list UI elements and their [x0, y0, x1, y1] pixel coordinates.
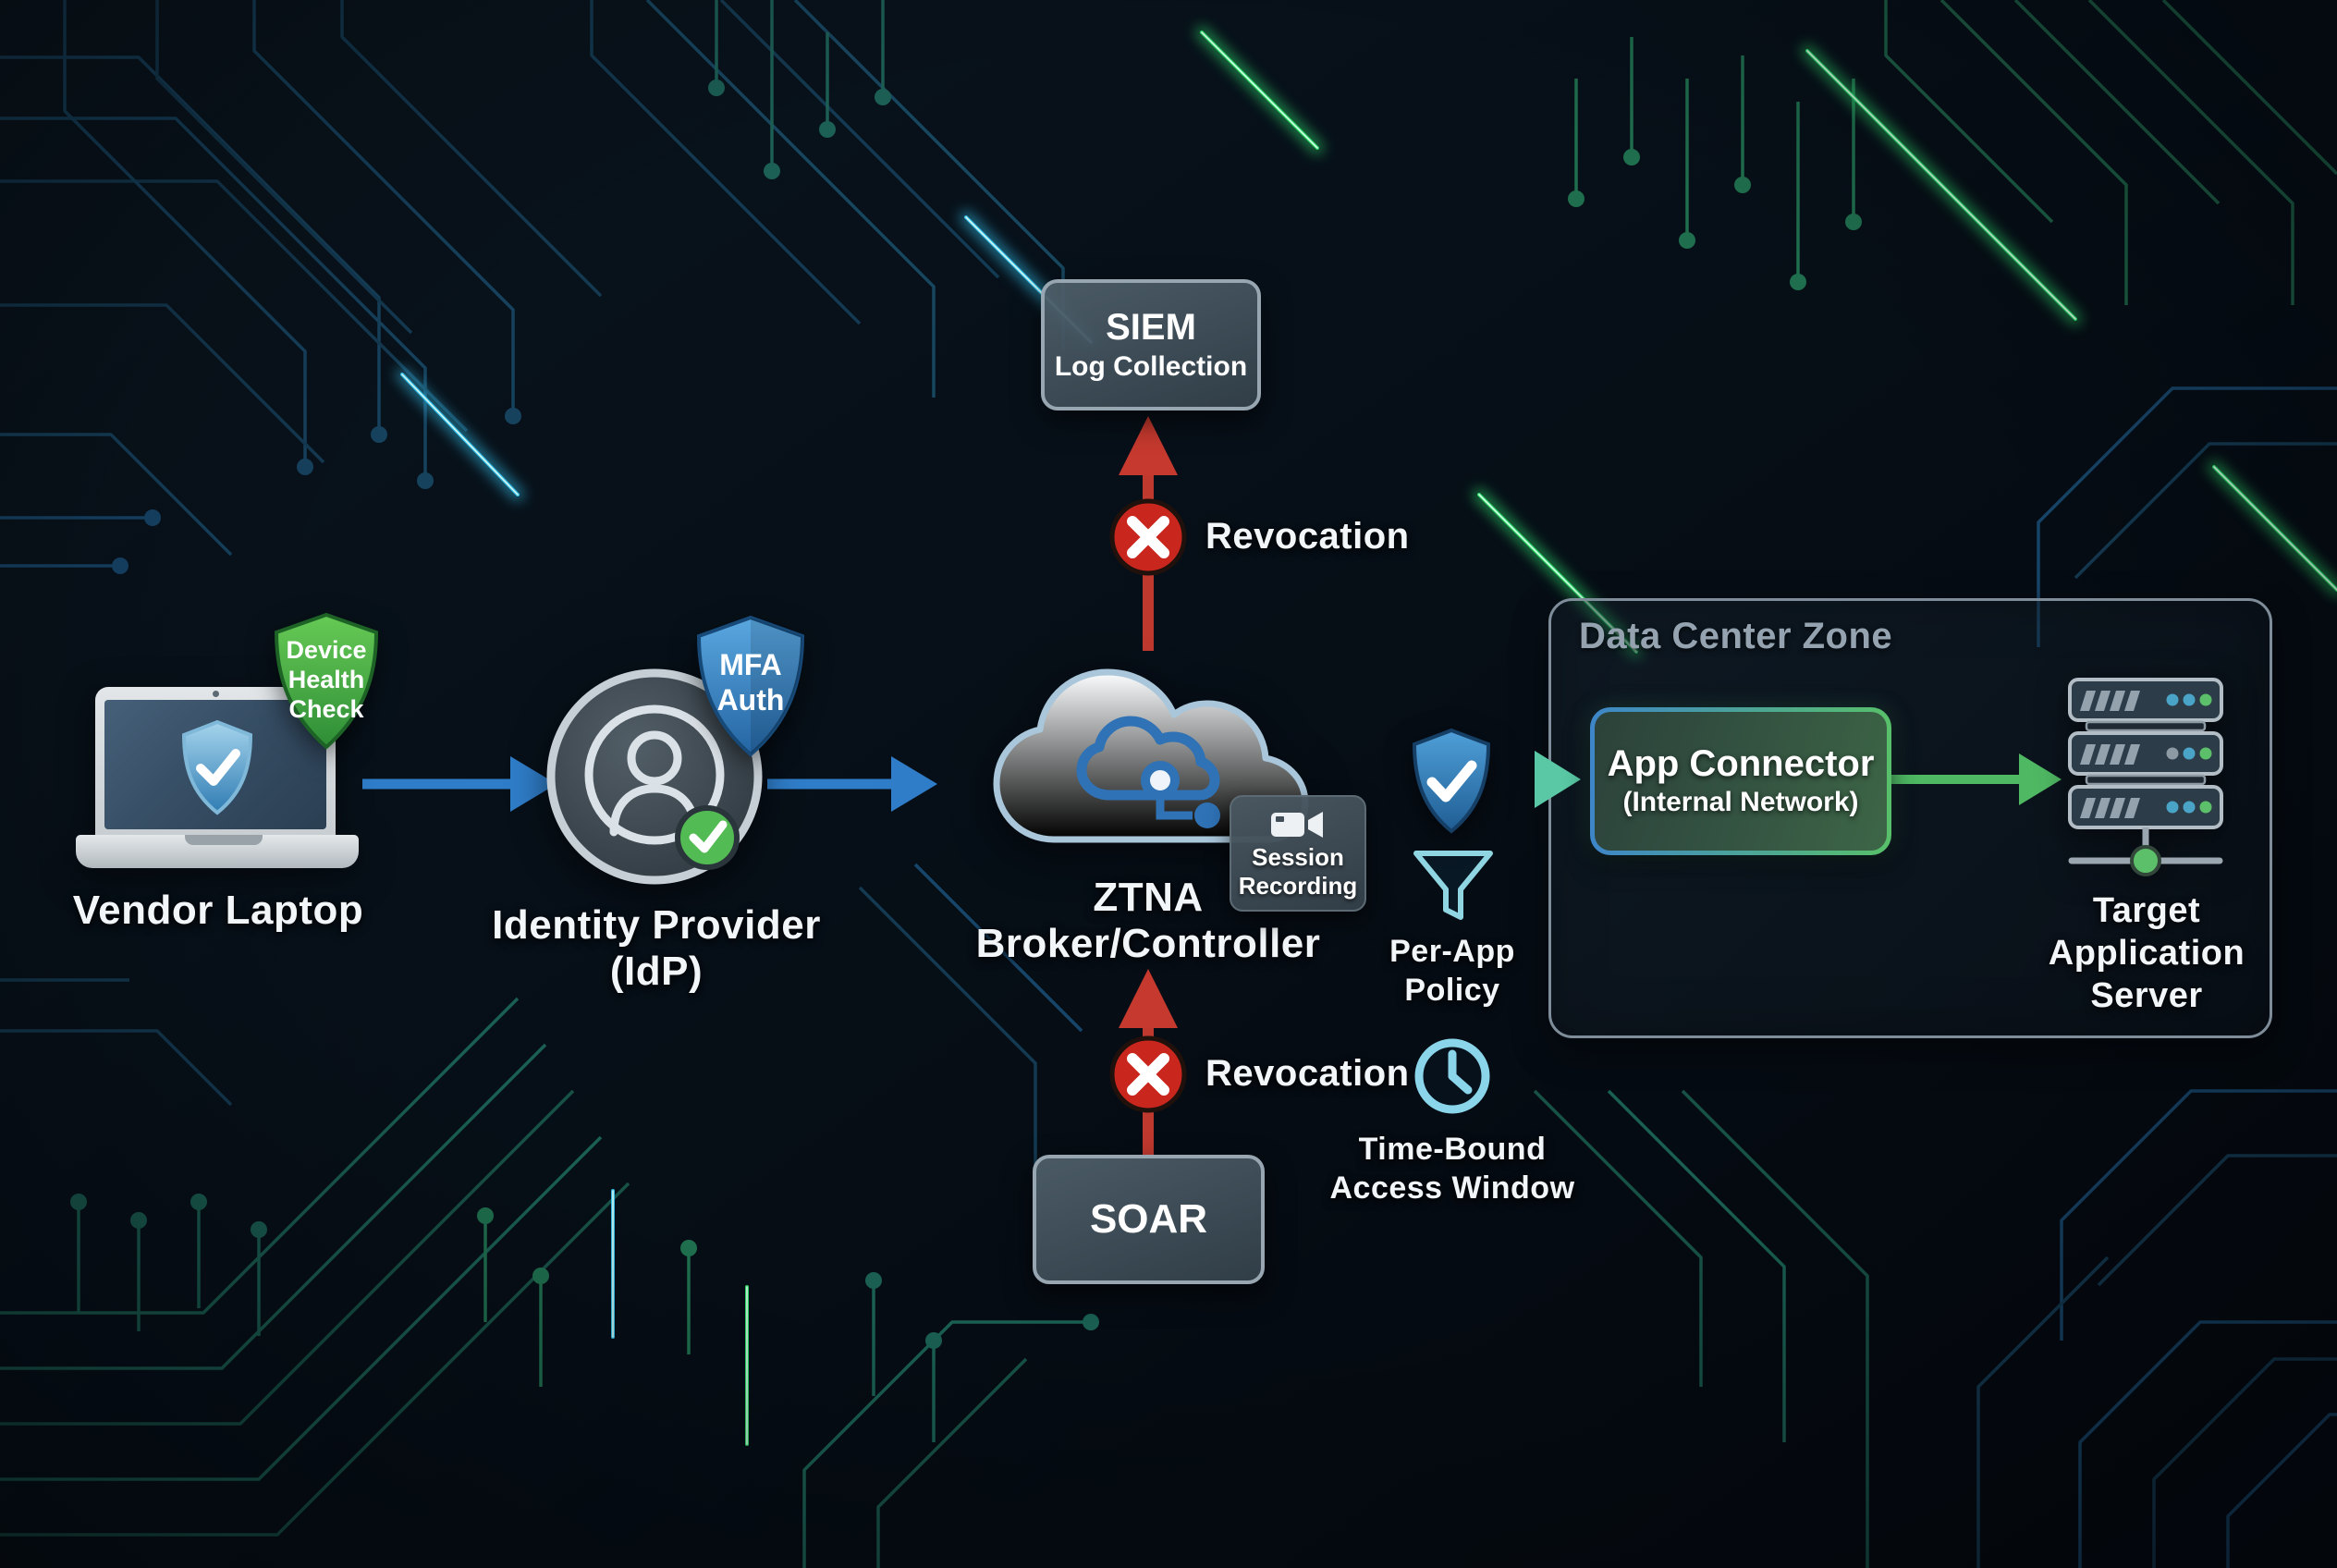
arrow-idp-to-broker — [767, 756, 937, 812]
soar-node: SOAR — [1033, 1155, 1265, 1284]
video-camera-icon — [1271, 812, 1323, 838]
app-connector-node: App Connector (Internal Network) — [1590, 707, 1891, 855]
laptop-base-notch — [185, 835, 263, 845]
mfa-line2: Auth — [717, 683, 785, 717]
revocation-line-to-siem — [1109, 416, 1187, 651]
session-recording-badge: Session Recording — [1230, 795, 1366, 912]
server-unit — [2068, 731, 2223, 776]
arrow-laptop-to-idp — [362, 756, 557, 812]
device-health-line3: Check — [288, 695, 364, 723]
revocation-line-from-soar — [1109, 969, 1187, 1156]
soar-title: SOAR — [1089, 1196, 1208, 1242]
server-unit — [2068, 678, 2223, 722]
shield-check-icon — [181, 719, 253, 815]
svg-text:MFA: MFA — [719, 648, 782, 681]
revocation-label-top: Revocation — [1205, 516, 1410, 557]
ztna-broker-label: ZTNA Broker/Controller — [975, 875, 1321, 966]
laptop-icon — [69, 680, 365, 876]
check-badge-icon — [675, 805, 740, 870]
time-bound-label: Time-Bound Access Window — [1329, 1132, 1575, 1206]
app-connector-title: App Connector — [1607, 743, 1875, 784]
funnel-icon — [1413, 851, 1493, 920]
target-server-label: Target Application Server — [2048, 891, 2245, 1015]
svg-text:Check: Check — [288, 695, 364, 723]
server-unit — [2068, 785, 2223, 829]
device-health-line1: Device — [286, 636, 366, 664]
siem-title: SIEM — [1106, 307, 1196, 348]
revocation-label-bottom: Revocation — [1205, 1053, 1410, 1094]
network-node-dot — [2130, 845, 2161, 876]
mfa-shield-icon: MFA Auth — [696, 615, 805, 757]
device-health-line2: Health — [288, 666, 365, 693]
vendor-laptop-label: Vendor Laptop — [72, 888, 364, 933]
server-stack-icon — [2068, 678, 2223, 876]
session-recording-line2: Recording — [1238, 872, 1358, 900]
user-circle-icon — [546, 668, 763, 885]
per-app-policy-label: Per-App Policy — [1389, 934, 1515, 1008]
x-circle-icon — [1109, 1035, 1187, 1113]
identity-provider-label: Identity Provider (IdP) — [492, 902, 821, 994]
app-connector-subtitle: (Internal Network) — [1622, 787, 1859, 817]
policy-shield-check-icon — [1412, 728, 1491, 834]
svg-text:Health: Health — [288, 666, 365, 693]
svg-text:Auth: Auth — [717, 683, 785, 717]
siem-subtitle: Log Collection — [1054, 351, 1248, 382]
laptop-webcam-dot — [213, 691, 219, 697]
laptop-base — [76, 835, 359, 868]
data-center-zone-title: Data Center Zone — [1579, 616, 1893, 656]
session-recording-line1: Session — [1252, 843, 1344, 871]
x-circle-icon — [1109, 498, 1187, 576]
clock-icon — [1414, 1038, 1490, 1114]
svg-text:Device: Device — [286, 636, 366, 664]
siem-node: SIEM Log Collection — [1041, 279, 1261, 410]
device-health-shield-icon: Device Health Check — [274, 612, 379, 750]
cloud-network-icon — [993, 668, 1309, 843]
mfa-line1: MFA — [719, 648, 782, 681]
